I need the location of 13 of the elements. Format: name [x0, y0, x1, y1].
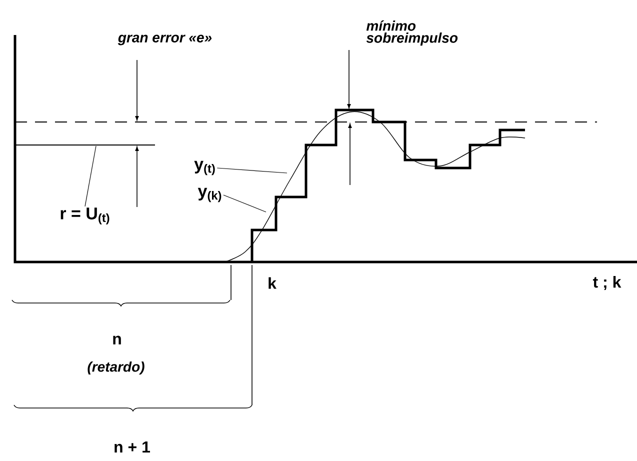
axis-label: t ; k	[592, 276, 622, 290]
sample-label: k	[268, 277, 276, 289]
leader-line	[216, 168, 288, 174]
curve-label: r = U$_{(t)}$	[60, 208, 110, 224]
leader-line	[84, 146, 96, 207]
delay-label: n + 1	[114, 442, 150, 452]
curve-label: y$_{(k)}$	[198, 188, 222, 202]
gran-error-label: gran error «e»	[118, 34, 212, 46]
leader-line	[223, 194, 266, 212]
overshoot-label: mínimo sobreimpulso	[366, 20, 458, 46]
delay-note: (retardo)	[88, 361, 144, 375]
curve-label: y$_{(t)}$	[194, 160, 215, 176]
delay-label: n	[113, 336, 121, 344]
